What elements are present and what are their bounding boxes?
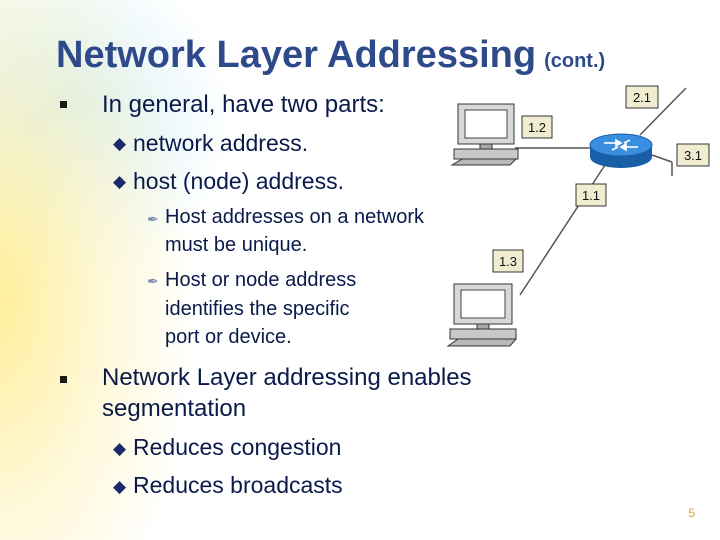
router-icon xyxy=(589,133,653,168)
diamond-bullet-icon: ◆ xyxy=(113,439,127,458)
computer-icon xyxy=(446,283,518,347)
address-label-text: 3.1 xyxy=(684,148,702,163)
bullet-square-icon xyxy=(60,101,67,108)
address-label: 1.2 xyxy=(521,115,553,139)
note-line: identifies the specific xyxy=(165,298,350,320)
note-line: Host or node address xyxy=(165,269,357,291)
note-line: must be unique. xyxy=(165,234,308,256)
slide-title: Network Layer Addressing (cont.) xyxy=(56,34,605,77)
sub-bullet-text: host (node) address. xyxy=(133,168,344,194)
sub-bullet-text: Reduces congestion xyxy=(133,434,342,460)
link-line xyxy=(639,87,687,136)
pen-bullet-icon: ✒ xyxy=(147,273,159,289)
pen-bullet-icon: ✒ xyxy=(147,211,159,227)
bullet-text: segmentation xyxy=(102,395,247,422)
sub-bullet-text: network address. xyxy=(133,130,309,156)
diamond-bullet-icon: ◆ xyxy=(113,477,127,496)
title-suffix: (cont.) xyxy=(544,50,606,72)
address-label-text: 2.1 xyxy=(633,90,651,105)
bullet-text: In general, have two parts: xyxy=(102,91,385,118)
address-label-text: 1.1 xyxy=(582,188,600,203)
diamond-bullet-icon: ◆ xyxy=(113,134,127,153)
address-label-text: 1.3 xyxy=(499,254,517,269)
link-line xyxy=(651,154,673,163)
sub-bullet-text: Reduces broadcasts xyxy=(133,472,343,498)
address-label: 1.1 xyxy=(575,183,607,207)
computer-icon xyxy=(450,103,519,166)
bullet-text: Network Layer addressing enables xyxy=(102,364,472,391)
address-label-text: 1.2 xyxy=(528,120,546,135)
slide-number: 5 xyxy=(688,506,695,520)
address-label: 2.1 xyxy=(625,85,659,109)
address-label: 1.3 xyxy=(492,249,524,273)
bullet-square-icon xyxy=(60,376,67,383)
note-line: Host addresses on a network xyxy=(165,206,425,228)
address-label: 3.1 xyxy=(676,143,710,167)
title-main: Network Layer Addressing xyxy=(56,34,537,76)
diamond-bullet-icon: ◆ xyxy=(113,172,127,191)
note-line: port or device. xyxy=(165,326,292,348)
